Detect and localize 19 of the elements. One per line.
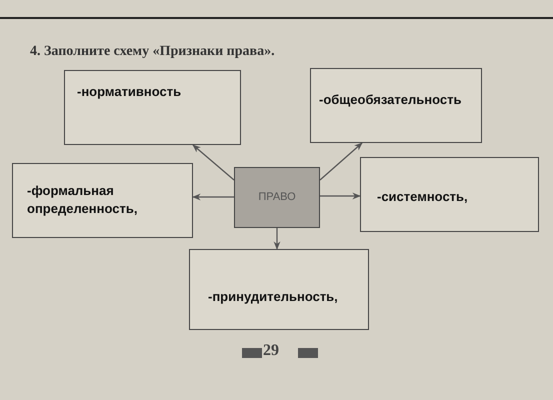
task-heading: 4. Заполните схему «Признаки права». [30, 44, 275, 60]
box-text: -принудительность, [208, 288, 338, 306]
page-number: 29 [263, 342, 279, 360]
arrow [192, 144, 234, 180]
process-box [310, 68, 482, 143]
process-box [189, 249, 369, 330]
process-box [64, 70, 241, 145]
central-box [234, 167, 320, 228]
arrow [192, 194, 234, 200]
box-text: -нормативность [77, 83, 182, 101]
box-text: -системность, [377, 188, 468, 206]
process-box [12, 163, 193, 238]
arrow [320, 142, 363, 180]
arrow [320, 192, 361, 200]
box-text: -формальная определенность, [27, 182, 138, 218]
arrow [274, 228, 280, 250]
box-text: -общеобязательность [319, 91, 462, 109]
process-box [360, 157, 539, 232]
box-text: ПРАВО [258, 190, 296, 205]
